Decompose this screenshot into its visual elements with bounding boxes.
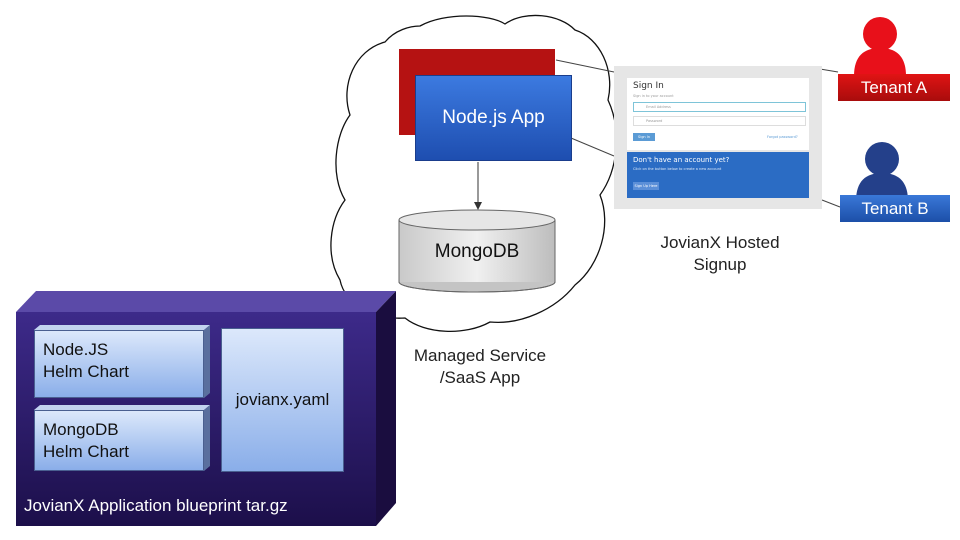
connector-line-top [555,59,615,73]
signin-button[interactable]: Sign In [633,133,655,141]
no-account-heading: Don't have an account yet? [633,156,730,164]
connector-line-bottom [570,137,615,157]
mongodb-cylinder [398,209,556,293]
no-account-subtext: Click on the button below to create a ne… [633,167,722,171]
signup-screenshot: Sign In Sign in to your account Email Ad… [614,66,822,209]
tenant-b-line [821,199,841,208]
signin-subtitle: Sign in to your account [633,94,674,98]
mongo-chart-side [34,405,210,410]
tenant-a-person-icon [854,17,906,76]
cloud-outline [330,14,617,332]
signin-panel: Sign In Sign in to your account Email Ad… [627,78,809,150]
forgot-password-link[interactable]: Forgot password? [767,135,798,139]
mongodb-label: MongoDB [434,241,520,262]
nodejs-helm-chart: Node.JS Helm Chart [34,330,204,398]
signin-title: Sign In [633,81,664,91]
signup-button[interactable]: Sign Up Here [633,182,659,190]
node-app-box: Node.js App [415,75,572,161]
tenant-a-label: Tenant A [838,74,950,101]
node-chart-side [34,325,210,330]
tenant-b-person-icon [856,142,908,201]
jovianx-hosted-caption: JovianX Hosted Signup [660,233,780,274]
mongodb-helm-chart: MongoDB Helm Chart [34,410,204,471]
signup-panel: Don't have an account yet? Click on the … [627,152,809,198]
password-field[interactable]: Password [633,116,806,126]
tenant-b-label: Tenant B [840,195,950,222]
email-field[interactable]: Email Address [633,102,806,112]
jovianx-yaml-file: jovianx.yaml [221,328,344,472]
managed-service-caption: Managed Service /SaaS App [413,346,547,387]
node-app-label: Node.js App [442,107,545,128]
blueprint-footer-label: JovianX Application blueprint tar.gz [24,496,288,515]
tenant-a-line [819,68,839,73]
